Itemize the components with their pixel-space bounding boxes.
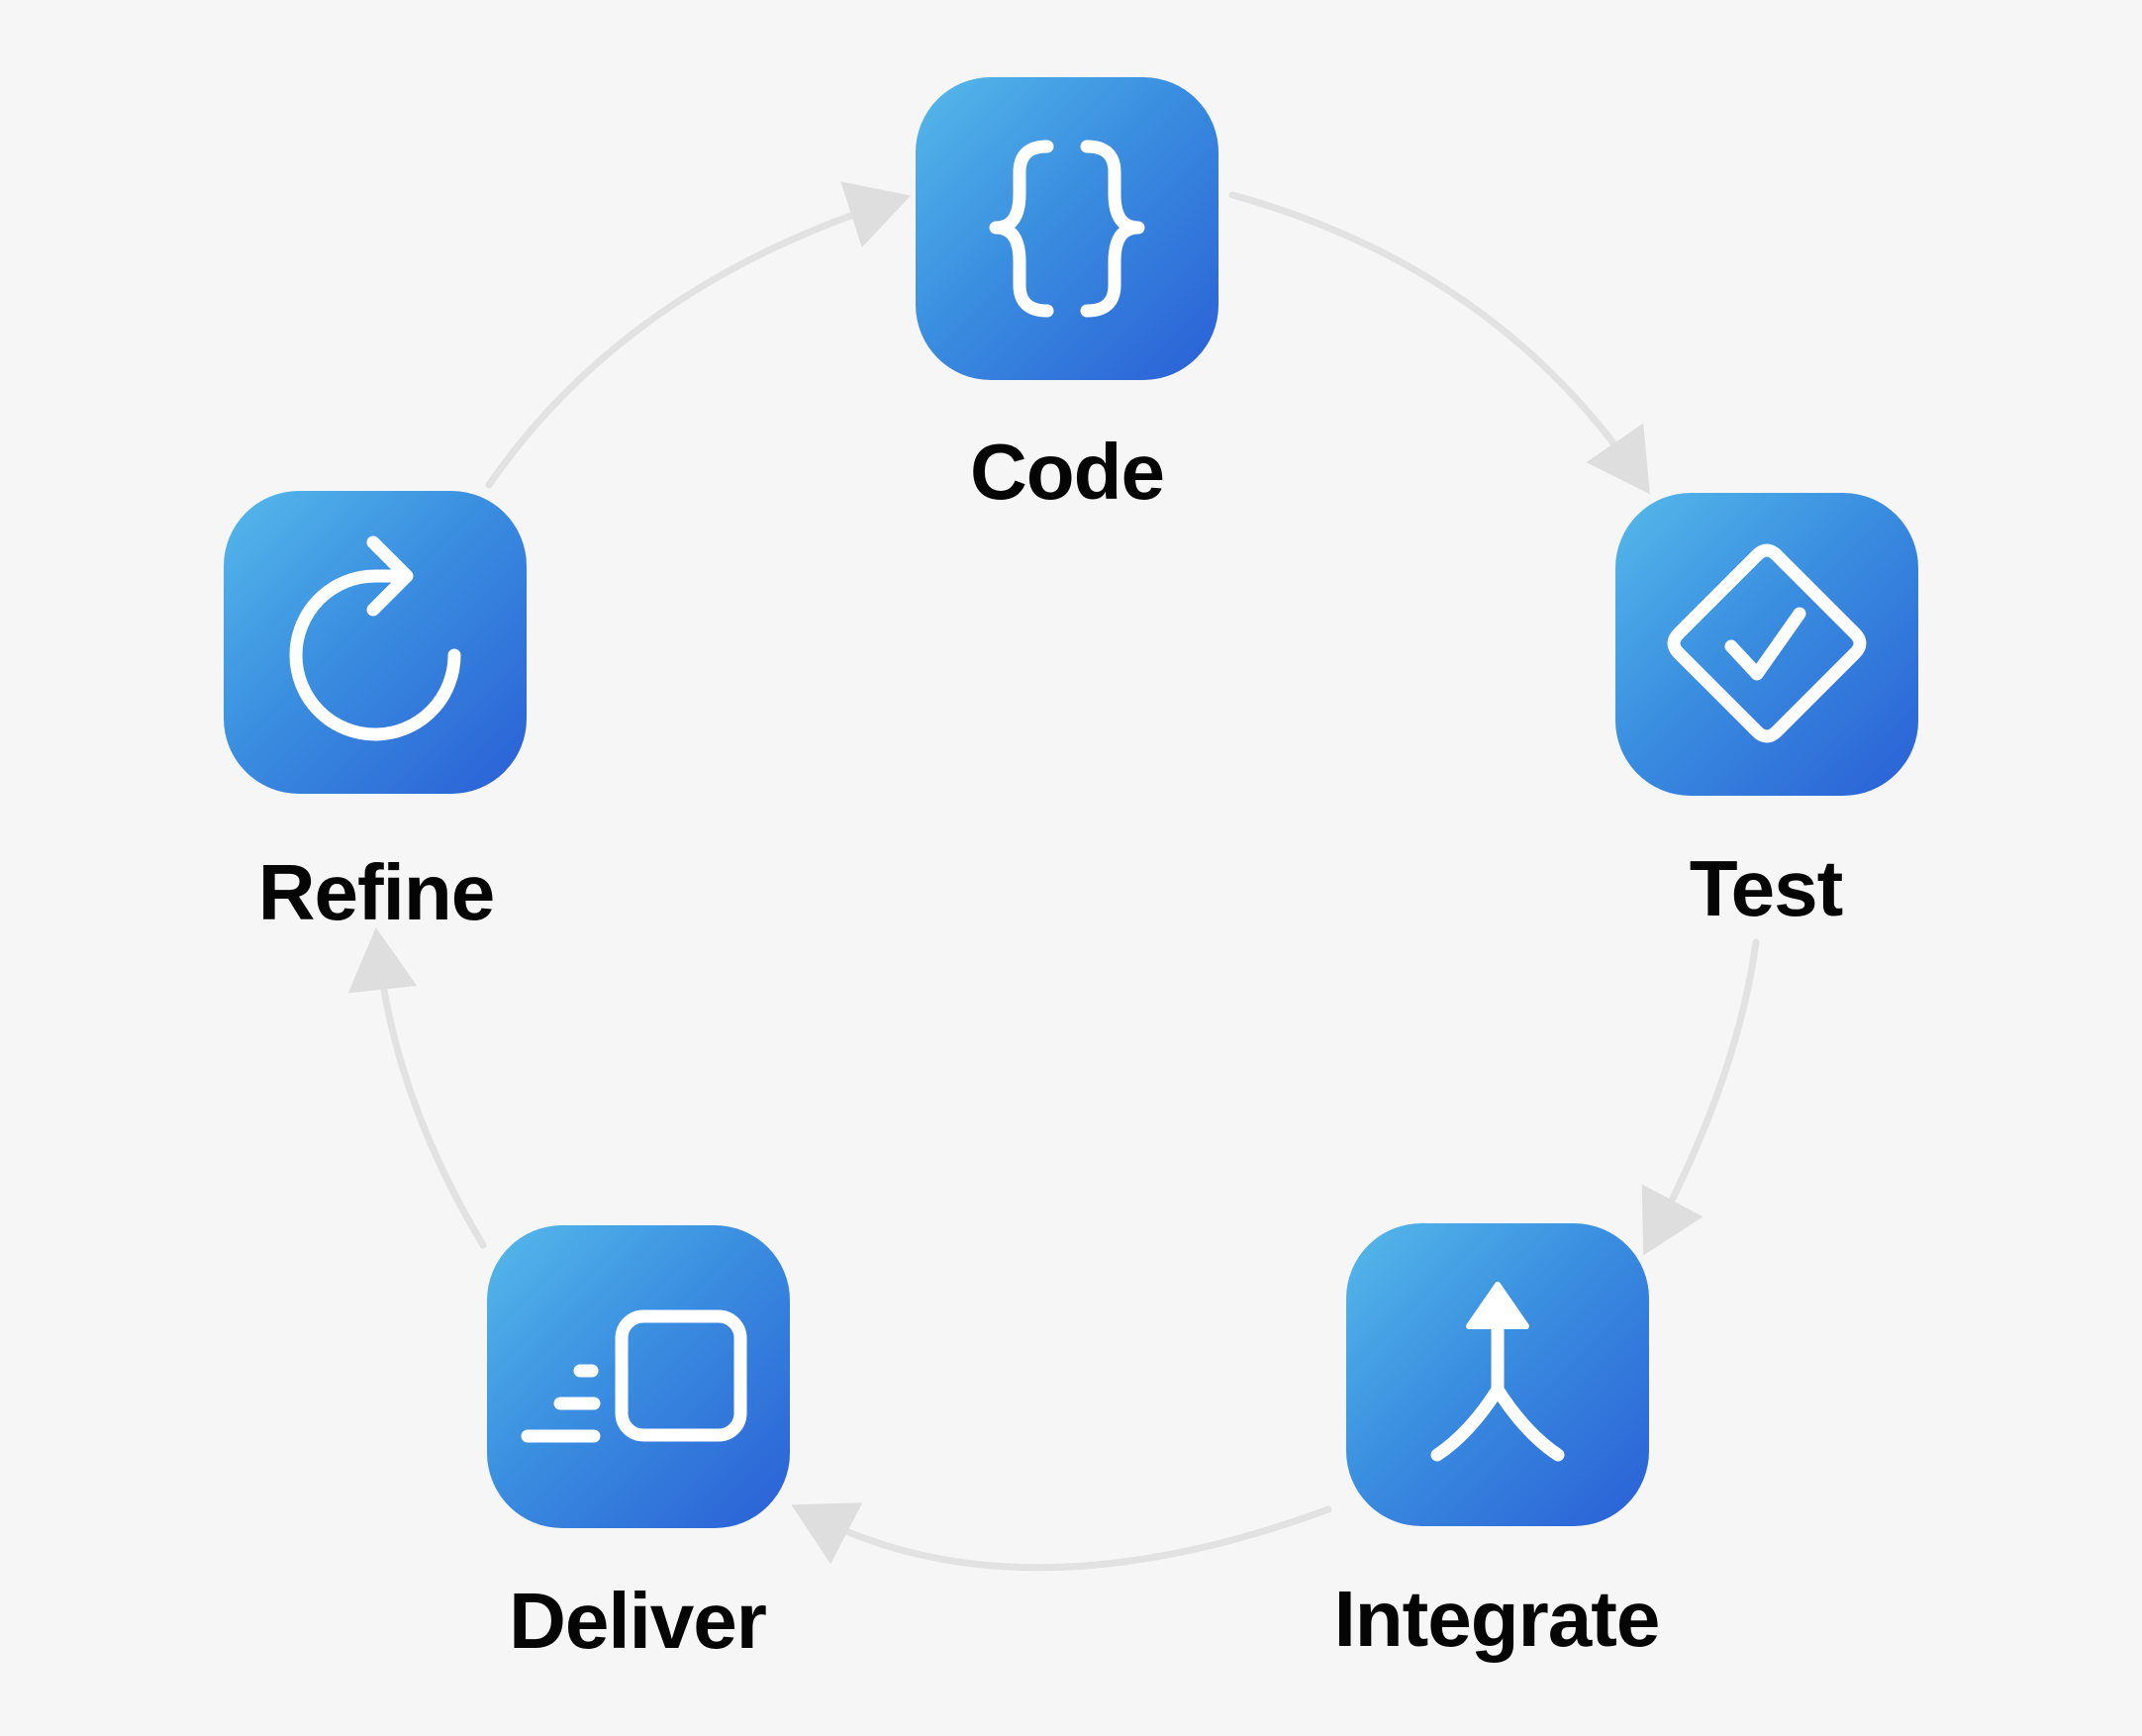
step-integrate-tile xyxy=(1346,1223,1649,1526)
step-deliver-label: Deliver xyxy=(509,1577,767,1665)
step-code-tile xyxy=(916,77,1218,380)
step-test-tile xyxy=(1615,493,1918,796)
clockwise-arrow-icon xyxy=(289,535,461,741)
checkmark-diamond-icon xyxy=(1667,543,1867,743)
arrow-refine-to-code xyxy=(485,181,911,489)
step-refine-tile xyxy=(224,491,527,794)
step-integrate-label: Integrate xyxy=(1333,1575,1661,1663)
arrow-deliver-to-refine xyxy=(347,927,487,1249)
step-test-label: Test xyxy=(1689,844,1844,932)
step-deliver-tile xyxy=(487,1225,790,1528)
arrow-test-to-integrate xyxy=(1641,938,1760,1256)
curly-braces-icon xyxy=(989,140,1145,318)
arrow-code-to-test xyxy=(1228,191,1650,495)
step-code-label: Code xyxy=(970,428,1165,516)
merge-arrow-icon xyxy=(1430,1282,1565,1462)
step-refine-label: Refine xyxy=(257,848,496,936)
app-delivery-icon xyxy=(521,1309,747,1443)
arrow-integrate-to-deliver xyxy=(791,1502,1332,1572)
